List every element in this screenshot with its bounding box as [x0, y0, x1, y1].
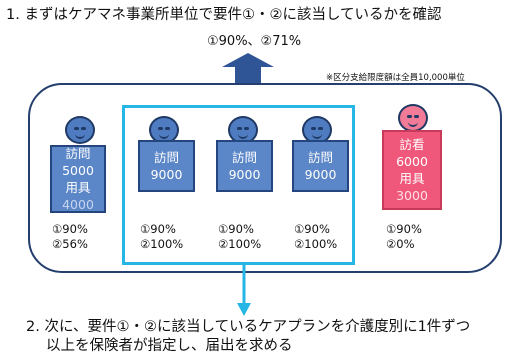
rate-2: ②0%: [386, 237, 415, 251]
rate-2: ②100%: [218, 237, 262, 251]
rate-1: ①90%: [294, 222, 330, 236]
rate-1: ①90%: [386, 222, 422, 236]
requirement-rates: ①90% ②56%: [52, 222, 88, 252]
service-label: 用具: [399, 171, 425, 186]
service-label: 訪問: [307, 150, 333, 165]
step2-line-2: 以上を保険者が指定し、届出を求める: [46, 338, 293, 354]
plan-box: 訪看 6000 用具 3000: [382, 130, 442, 210]
requirement-rates: ①90% ②100%: [140, 222, 183, 252]
rate-1: ①90%: [52, 222, 88, 236]
step2-line-1: 2. 次に、要件①・②に該当しているケアプランを介護度別に1件ずつ: [26, 319, 471, 335]
service-units: 6000: [396, 154, 428, 169]
limit-note: ※区分支給限度額は全員10,000単位: [326, 73, 465, 83]
service-label: 訪看: [399, 137, 425, 152]
plan-box: 訪問 9000: [292, 140, 349, 192]
care-manager-office-frame: [28, 83, 502, 273]
service-units: 4000: [62, 197, 94, 212]
service-units: 9000: [228, 167, 261, 182]
plan-box: 訪問 9000: [216, 140, 273, 192]
rate-2: ②100%: [294, 237, 338, 251]
plan-box: 訪問 5000 用具 4000: [50, 145, 106, 213]
service-units: 5000: [62, 163, 94, 178]
plan-box: 訪問 9000: [138, 140, 195, 192]
highlighted-plans-frame: [122, 105, 355, 265]
rate-2: ②100%: [140, 237, 184, 251]
service-label: 訪問: [65, 146, 91, 161]
requirement-rates: ①90% ②100%: [294, 222, 337, 252]
user-face-icon: [65, 116, 95, 144]
user-face-icon: [398, 104, 428, 132]
up-arrow-icon: [222, 53, 274, 85]
user-face-icon: [302, 116, 332, 144]
down-arrow-icon: [237, 265, 251, 316]
requirement-rates: ①90% ②0%: [386, 222, 422, 252]
service-label: 訪問: [153, 150, 179, 165]
rate-2: ②56%: [52, 237, 88, 251]
overall-rates: ①90%、②71%: [207, 34, 302, 49]
service-label: 訪問: [231, 150, 257, 165]
rate-1: ①90%: [140, 222, 176, 236]
step1-heading: 1. まずはケアマネ事業所単位で要件①・②に該当しているかを確認: [6, 7, 442, 23]
service-units: 9000: [304, 167, 337, 182]
service-label: 用具: [65, 180, 91, 195]
rate-1: ①90%: [218, 222, 254, 236]
requirement-rates: ①90% ②100%: [218, 222, 261, 252]
service-units: 9000: [150, 167, 183, 182]
service-units: 3000: [396, 188, 428, 203]
